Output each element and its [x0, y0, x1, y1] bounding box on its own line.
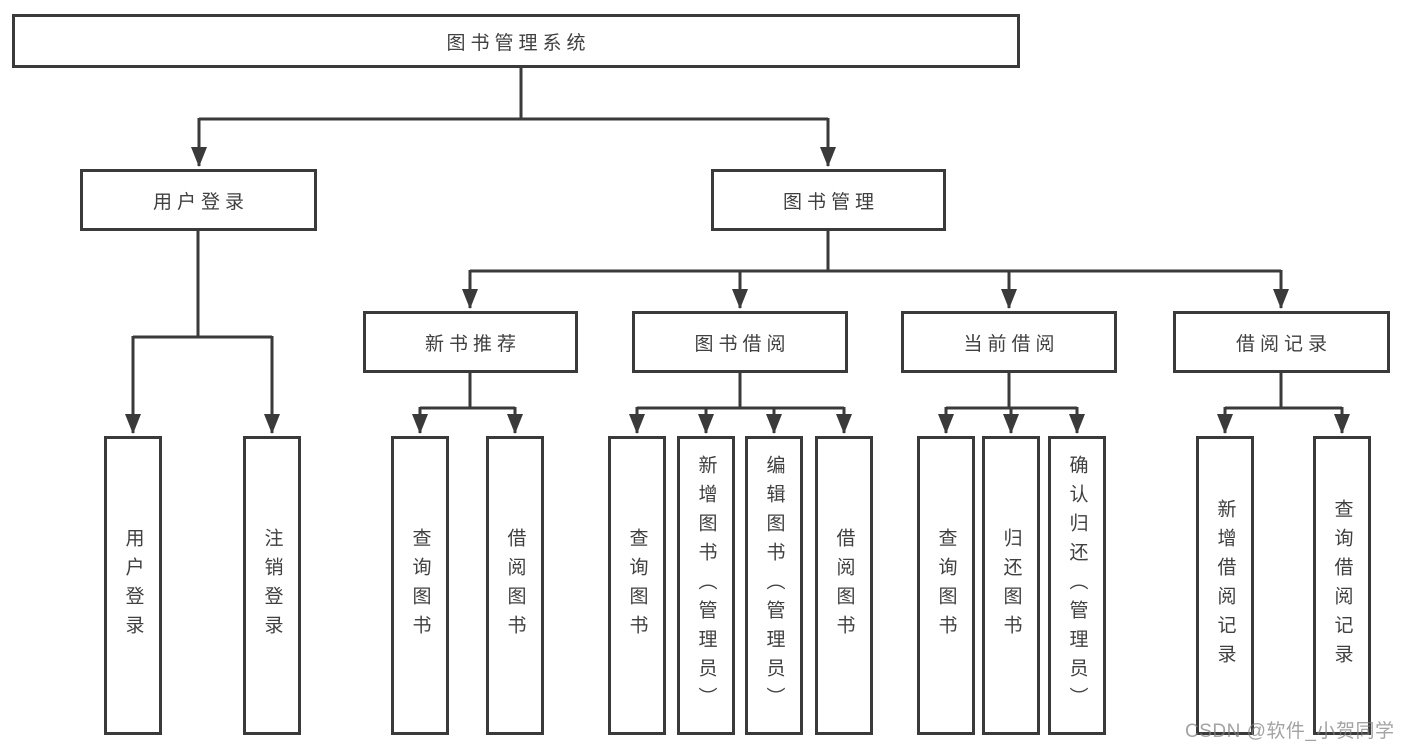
node-label: 图书借阅 — [694, 333, 791, 355]
leaf-confirm-return-admin: 确认归还（管理员） — [1048, 436, 1106, 735]
node-label: 注销登录 — [261, 527, 283, 644]
node-label: 新书推荐 — [424, 333, 521, 355]
node-current-borrow: 当前借阅 — [901, 311, 1117, 373]
node-borrow-records: 借阅记录 — [1173, 311, 1390, 373]
leaf-logout: 注销登录 — [243, 436, 301, 735]
leaf-add-books-admin: 新增图书（管理员） — [677, 436, 735, 735]
node-label: 借阅图书 — [504, 527, 526, 644]
node-label: 当前借阅 — [963, 333, 1060, 355]
node-new-book-recommend: 新书推荐 — [363, 311, 578, 373]
node-label: 借阅记录 — [1235, 333, 1332, 355]
node-label: 图书管理系统 — [446, 32, 591, 54]
node-user-login: 用户登录 — [80, 169, 317, 231]
node-label: 归还图书 — [1000, 527, 1022, 644]
node-label: 查询图书 — [409, 527, 431, 644]
node-label: 确认归还（管理员） — [1066, 455, 1088, 716]
node-label: 查询图书 — [935, 527, 957, 644]
node-book-borrow: 图书借阅 — [632, 311, 848, 373]
leaf-edit-books-admin: 编辑图书（管理员） — [745, 436, 803, 735]
leaf-query-borrow-record: 查询借阅记录 — [1313, 436, 1371, 735]
leaf-borrow-books: 借阅图书 — [815, 436, 873, 735]
leaf-query-books: 查询图书 — [608, 436, 666, 735]
node-label: 查询借阅记录 — [1331, 498, 1353, 673]
leaf-return-books: 归还图书 — [982, 436, 1040, 735]
node-label: 新增借阅记录 — [1214, 498, 1236, 673]
node-label: 用户登录 — [122, 527, 144, 644]
node-label: 新增图书（管理员） — [695, 455, 717, 716]
node-label: 用户登录 — [152, 191, 249, 213]
node-library-management-system: 图书管理系统 — [12, 14, 1020, 68]
leaf-borrow-books: 借阅图书 — [486, 436, 544, 735]
node-label: 编辑图书（管理员） — [763, 455, 785, 716]
node-label: 借阅图书 — [833, 527, 855, 644]
node-label: 图书管理 — [782, 191, 879, 213]
node-book-management: 图书管理 — [711, 169, 946, 231]
leaf-user-login: 用户登录 — [104, 436, 162, 735]
csdn-watermark: CSDN @软件_小贺同学 — [1185, 721, 1395, 742]
node-label: 查询图书 — [626, 527, 648, 644]
leaf-add-borrow-record: 新增借阅记录 — [1196, 436, 1254, 735]
leaf-query-books: 查询图书 — [391, 436, 449, 735]
leaf-query-books: 查询图书 — [917, 436, 975, 735]
